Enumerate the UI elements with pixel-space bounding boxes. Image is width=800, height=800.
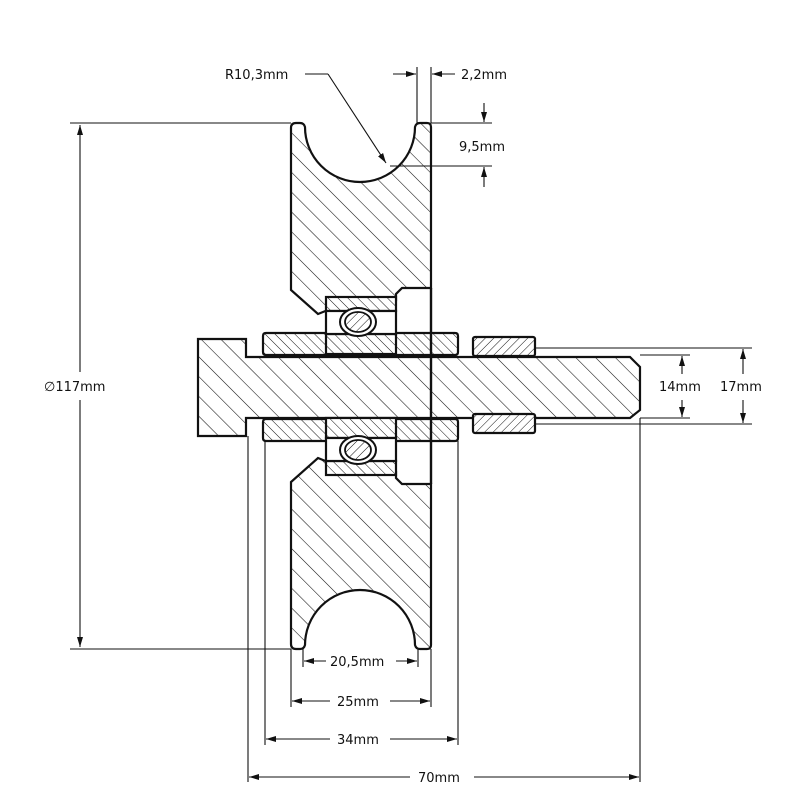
label-axle-end-diameter: 14mm bbox=[659, 380, 701, 395]
extension-lines-bottom bbox=[247, 418, 641, 782]
label-total-length: 70mm bbox=[418, 771, 460, 786]
dim-rim-edge: 2,2mm bbox=[393, 67, 507, 123]
collar-upper bbox=[471, 335, 537, 358]
label-hub-width: 34mm bbox=[337, 733, 379, 748]
dim-groove-depth: 9,5mm bbox=[390, 103, 505, 187]
collar-lower bbox=[471, 412, 537, 435]
bearing-upper bbox=[324, 295, 398, 356]
dim-wheel-width: 25mm bbox=[292, 695, 430, 710]
dim-groove-radius: R10,3mm bbox=[225, 68, 387, 164]
dim-hub-width: 34mm bbox=[266, 733, 457, 748]
bearing-lower bbox=[324, 416, 398, 477]
label-rim-edge: 2,2mm bbox=[461, 68, 507, 83]
wheel-lower-section bbox=[289, 456, 433, 651]
dim-wheel-diameter: ∅117mm bbox=[44, 122, 291, 650]
dim-groove-width: 20,5mm bbox=[304, 655, 417, 670]
label-groove-depth: 9,5mm bbox=[459, 140, 505, 155]
label-groove-width: 20,5mm bbox=[330, 655, 384, 670]
dim-total-length: 70mm bbox=[249, 771, 639, 786]
label-wheel-diameter: ∅117mm bbox=[44, 380, 105, 395]
axle bbox=[196, 337, 642, 438]
dim-axle-diameters: 14mm 17mm bbox=[535, 347, 762, 425]
label-groove-radius: R10,3mm bbox=[225, 68, 288, 83]
wheel-upper-section bbox=[289, 121, 433, 316]
label-axle-diameter: 17mm bbox=[720, 380, 762, 395]
label-wheel-width: 25mm bbox=[337, 695, 379, 710]
